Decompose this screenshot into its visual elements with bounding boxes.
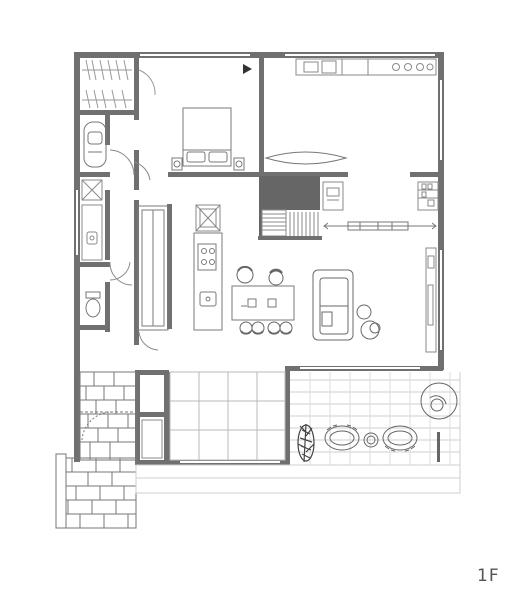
shelf-unit xyxy=(417,181,439,211)
bathroom-fixtures xyxy=(81,149,151,286)
side-table xyxy=(356,304,381,340)
outside-steps xyxy=(55,453,137,529)
toilet-icon xyxy=(85,291,101,318)
hammock-chair-icon xyxy=(420,382,458,420)
washing-machine-icon xyxy=(195,204,221,232)
car-icon xyxy=(83,121,107,168)
staircase xyxy=(258,176,322,240)
storage-box xyxy=(141,419,163,459)
deck-vertical-boards xyxy=(309,372,451,465)
hall-door xyxy=(109,261,131,281)
courtyard-tiles xyxy=(169,371,286,461)
dimension-line xyxy=(323,221,437,231)
floor-label: 1F xyxy=(477,566,500,586)
refrigerator-icon xyxy=(322,181,344,211)
bed-icon xyxy=(171,107,245,171)
wood-deck xyxy=(135,372,461,494)
kitchen-counter xyxy=(295,58,437,76)
deck-post xyxy=(437,432,440,462)
dining-chairs xyxy=(236,265,293,335)
interior-walls xyxy=(80,58,443,465)
outdoor-chairs xyxy=(324,424,418,452)
windows xyxy=(76,54,442,463)
kitchen-island xyxy=(193,232,223,331)
plant-icon xyxy=(297,423,315,463)
sofa-icon xyxy=(312,269,354,341)
door-arcs xyxy=(138,331,159,351)
tv-unit xyxy=(425,247,437,353)
storage-bench xyxy=(137,205,169,331)
surfboard-icon xyxy=(264,151,348,165)
outdoor-table xyxy=(363,432,379,448)
wardrobe xyxy=(82,59,156,109)
entrance-paving xyxy=(79,371,137,461)
play-icon xyxy=(243,64,252,74)
dining-table xyxy=(231,285,295,321)
